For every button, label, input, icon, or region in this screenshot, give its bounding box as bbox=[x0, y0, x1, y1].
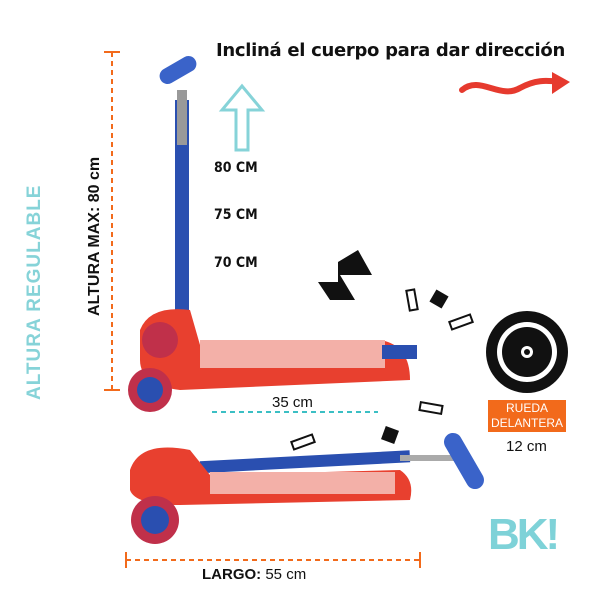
folded-stem bbox=[199, 450, 411, 474]
front-wheel-badge: RUEDA DELANTERA bbox=[488, 400, 566, 432]
lightning-icon bbox=[318, 250, 372, 345]
length-label: LARGO: 55 cm bbox=[202, 566, 306, 583]
wheel-icon bbox=[486, 311, 568, 393]
height-mark-70: 70 CM bbox=[214, 255, 258, 271]
handlebar bbox=[159, 56, 197, 84]
badge-line-2: DELANTERA bbox=[490, 416, 564, 430]
wheel-size: 12 cm bbox=[506, 438, 547, 455]
height-mark-80: 80 CM bbox=[214, 160, 258, 176]
steer-arrow-icon bbox=[459, 77, 563, 95]
headline: Incliná el cuerpo para dar dirección bbox=[216, 40, 566, 61]
max-height-label: ALTURA MAX: 80 cm bbox=[86, 156, 103, 316]
badge-line-1: RUEDA bbox=[505, 401, 548, 415]
upright-stem bbox=[175, 100, 189, 315]
adjustable-height-label: ALTURA REGULABLE bbox=[24, 184, 45, 400]
length-value: 55 cm bbox=[265, 566, 307, 583]
folded-handlebar bbox=[444, 432, 484, 490]
height-mark-75: 75 CM bbox=[214, 207, 258, 223]
deck-width-label: 35 cm bbox=[272, 394, 313, 411]
length-label-title: LARGO: bbox=[202, 566, 262, 583]
up-arrow-icon bbox=[218, 83, 266, 152]
brand-logo: BK! bbox=[488, 510, 560, 559]
